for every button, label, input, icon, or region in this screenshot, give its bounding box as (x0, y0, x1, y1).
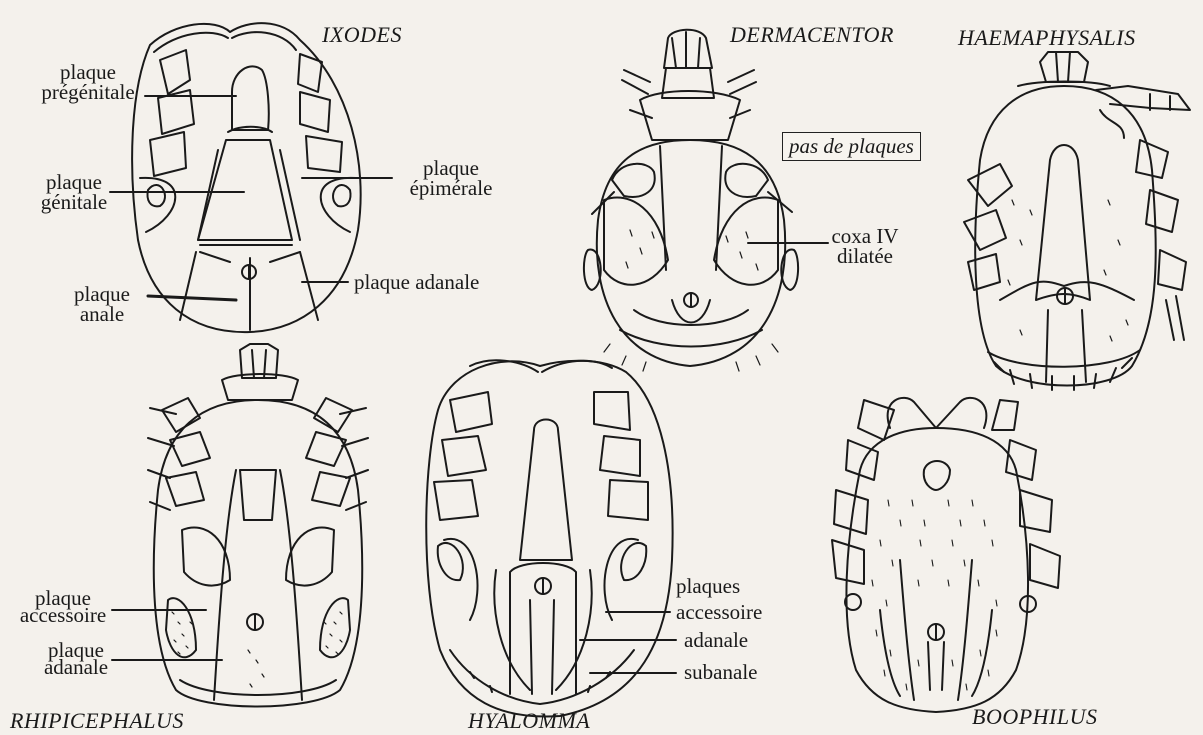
label-ixodes-adanale: plaque adanale (354, 272, 479, 292)
genus-boophilus: BOOPHILUS (972, 704, 1098, 730)
haemaphysalis-drawing (964, 52, 1190, 390)
label-hyalomma-adanale: adanale (684, 630, 748, 650)
label-pas-de-plaques: pas de plaques (782, 132, 921, 161)
ixodes-drawing (110, 23, 392, 332)
hyalomma-drawing (426, 360, 676, 716)
genus-rhipicephalus: RHIPICEPHALUS (10, 708, 184, 734)
genus-ixodes: IXODES (322, 22, 402, 48)
label-hyalomma-accessoire: accessoire (676, 602, 762, 622)
label-hyalomma-subanale: subanale (684, 662, 757, 682)
genus-haemaphysalis: HAEMAPHYSALIS (958, 25, 1136, 51)
genus-hyalomma: HYALOMMA (468, 708, 590, 734)
dermacentor-drawing (584, 30, 828, 371)
label-hyalomma-plaques: plaques (676, 576, 740, 596)
genus-dermacentor: DERMACENTOR (730, 22, 894, 48)
boophilus-drawing (832, 398, 1060, 712)
rhipicephalus-drawing (112, 344, 368, 707)
